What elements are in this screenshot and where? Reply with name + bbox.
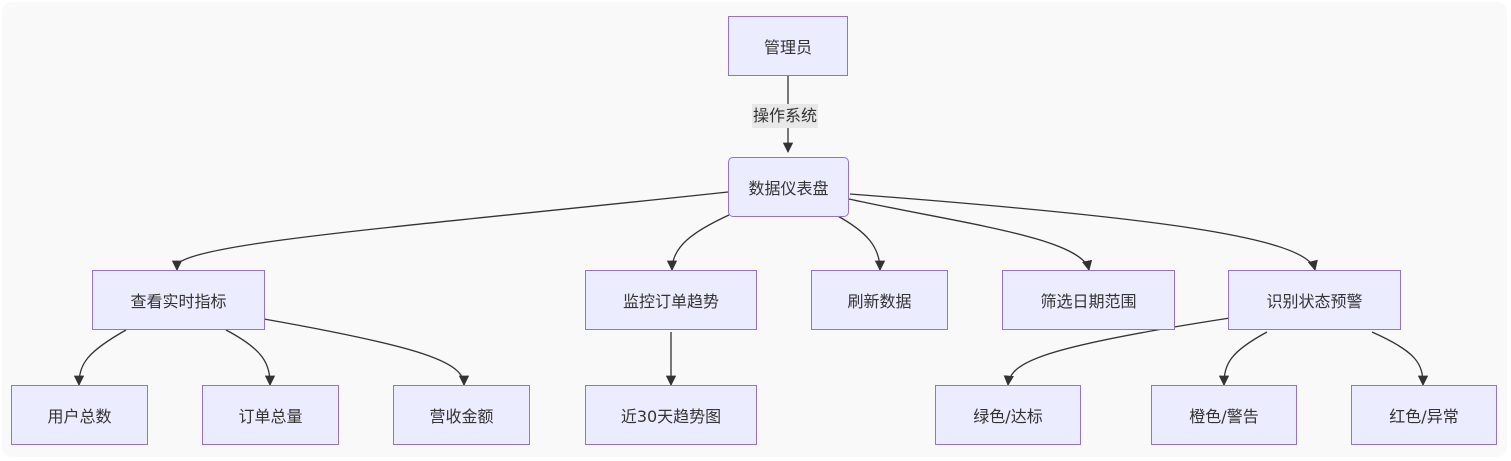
edge-status-orange <box>1218 331 1268 387</box>
edge-realtime-orders <box>225 329 276 387</box>
node-orange[interactable]: 橙色/警告 <box>1151 385 1297 445</box>
edge-dashboard-filter <box>848 198 1093 272</box>
edge-realtime-revenue <box>263 318 470 387</box>
node-refresh[interactable]: 刷新数据 <box>811 270 948 330</box>
node-filter[interactable]: 筛选日期范围 <box>1002 270 1175 330</box>
edge-dashboard-refresh <box>835 214 886 272</box>
node-users[interactable]: 用户总数 <box>11 385 148 445</box>
node-red[interactable]: 红色/异常 <box>1351 385 1497 445</box>
node-revenue[interactable]: 营收金额 <box>393 385 530 445</box>
edge-dashboard-realtime <box>171 191 729 272</box>
node-status[interactable]: 识别状态预警 <box>1228 270 1401 330</box>
node-realtime[interactable]: 查看实时指标 <box>92 270 265 330</box>
node-admin[interactable]: 管理员 <box>728 16 848 76</box>
node-dashboard[interactable]: 数据仪表盘 <box>728 157 849 217</box>
node-trend30[interactable]: 近30天趋势图 <box>585 385 757 445</box>
edge-dashboard-monitor <box>666 214 730 272</box>
node-monitor[interactable]: 监控订单趋势 <box>585 270 757 330</box>
node-green[interactable]: 绿色/达标 <box>935 385 1081 445</box>
edge-realtime-users <box>73 329 127 387</box>
edge-dashboard-status <box>849 193 1318 272</box>
node-orders[interactable]: 订单总量 <box>202 385 339 445</box>
edge-status-red <box>1371 331 1429 387</box>
edge-label-operate: 操作系统 <box>752 104 819 128</box>
